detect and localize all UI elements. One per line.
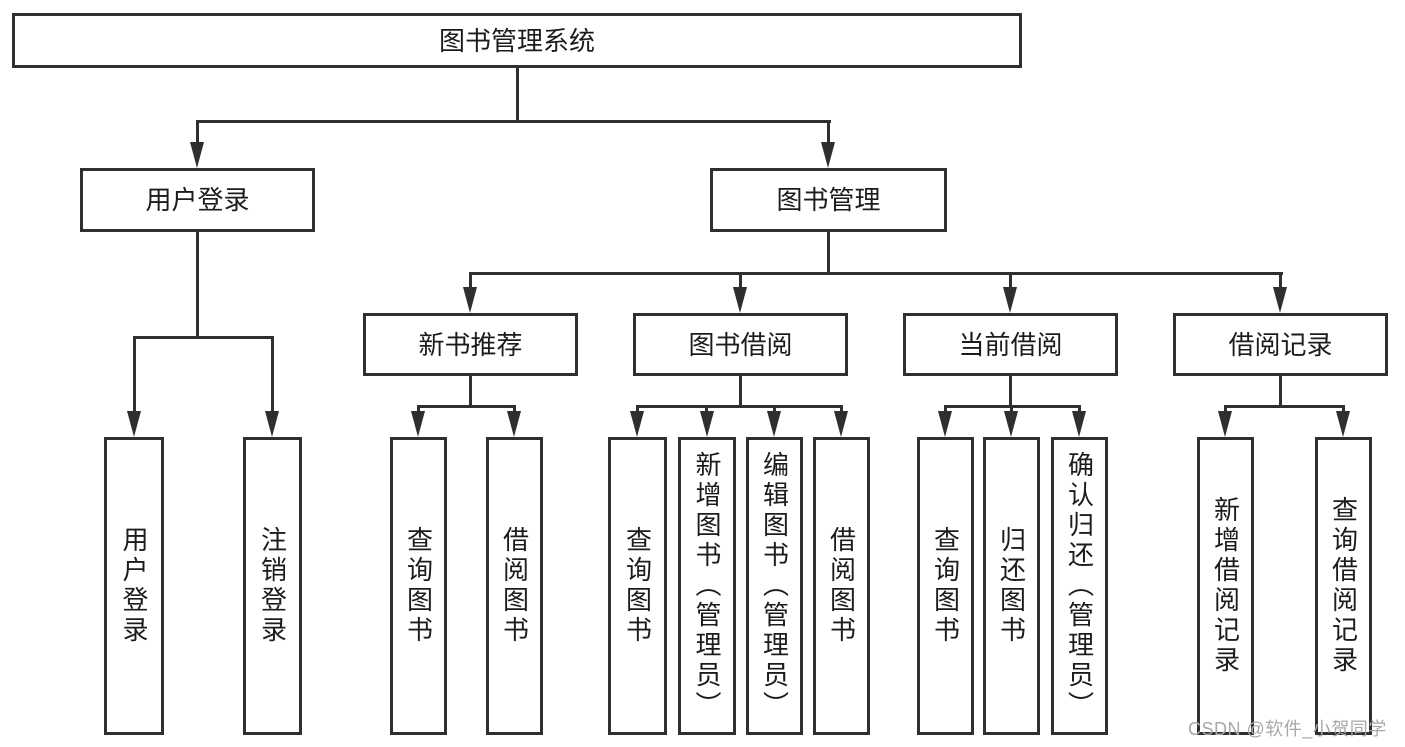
- leaf-logout-label: 注销登录: [257, 526, 288, 646]
- leaf-add-book-admin-label: 新增图书（管理员）: [692, 451, 722, 721]
- connector-line: [1224, 405, 1345, 408]
- node-book-borrow: 图书借阅: [633, 313, 848, 376]
- arrow-down-icon: [1336, 411, 1350, 437]
- leaf-user-login: 用户登录: [104, 437, 164, 735]
- arrow-down-icon: [1072, 411, 1086, 437]
- node-new-book-recommend: 新书推荐: [363, 313, 578, 376]
- connector-line: [1010, 405, 1013, 413]
- leaf-borrow-books: 借阅图书: [813, 437, 870, 735]
- connector-line: [417, 405, 516, 408]
- connector-line: [1342, 405, 1345, 413]
- connector-line: [739, 272, 742, 290]
- leaf-query-books-recommend-label: 查询图书: [403, 526, 434, 646]
- connector-line: [133, 336, 136, 413]
- connector-line: [1009, 272, 1012, 290]
- arrow-down-icon: [411, 411, 425, 437]
- arrow-down-icon: [733, 287, 747, 313]
- arrow-down-icon: [834, 411, 848, 437]
- leaf-user-login-label: 用户登录: [119, 526, 149, 646]
- leaf-confirm-return-admin: 确认归还（管理员）: [1051, 437, 1108, 735]
- node-root: 图书管理系统: [12, 13, 1022, 68]
- arrow-down-icon: [265, 411, 279, 437]
- node-user-login: 用户登录: [80, 168, 315, 232]
- leaf-query-borrow-record-label: 查询借阅记录: [1328, 496, 1359, 676]
- leaf-add-book-admin: 新增图书（管理员）: [678, 437, 736, 735]
- leaf-return-book: 归还图书: [983, 437, 1040, 735]
- leaf-query-books-recommend: 查询图书: [390, 437, 447, 735]
- connector-line: [469, 376, 472, 407]
- connector-line: [827, 120, 830, 146]
- connector-line: [469, 272, 472, 290]
- connector-line: [196, 232, 199, 339]
- leaf-query-borrow-record: 查询借阅记录: [1315, 437, 1372, 735]
- connector-line: [636, 405, 639, 413]
- connector-line: [773, 405, 776, 413]
- node-current-borrow: 当前借阅: [903, 313, 1118, 376]
- watermark-text: CSDN @软件_小贺同学: [1188, 719, 1387, 739]
- leaf-add-borrow-record-label: 新增借阅记录: [1210, 496, 1241, 676]
- arrow-down-icon: [1273, 287, 1287, 313]
- arrow-down-icon: [190, 142, 204, 168]
- connector-line: [1279, 272, 1282, 290]
- leaf-confirm-return-admin-label: 确认归还（管理员）: [1064, 451, 1095, 721]
- leaf-logout: 注销登录: [243, 437, 302, 735]
- leaf-return-book-label: 归还图书: [996, 526, 1027, 646]
- leaf-borrow-books-recommend-label: 借阅图书: [499, 526, 530, 646]
- arrow-down-icon: [1004, 411, 1018, 437]
- connector-line: [1279, 376, 1282, 407]
- node-book-management: 图书管理: [710, 168, 947, 232]
- leaf-query-books-borrow: 查询图书: [608, 437, 667, 735]
- leaf-edit-book-admin-label: 编辑图书（管理员）: [759, 451, 790, 721]
- arrow-down-icon: [507, 411, 521, 437]
- arrow-down-icon: [700, 411, 714, 437]
- arrow-down-icon: [630, 411, 644, 437]
- connector-line: [133, 336, 274, 339]
- leaf-edit-book-admin: 编辑图书（管理员）: [746, 437, 803, 735]
- connector-line: [196, 120, 199, 146]
- connector-line: [469, 272, 1283, 275]
- arrow-down-icon: [1003, 287, 1017, 313]
- connector-line: [636, 405, 843, 408]
- leaf-query-books-current-label: 查询图书: [930, 526, 961, 646]
- leaf-query-books-borrow-label: 查询图书: [622, 526, 653, 646]
- arrow-down-icon: [821, 142, 835, 168]
- connector-line: [1224, 405, 1227, 413]
- arrow-down-icon: [463, 287, 477, 313]
- connector-line: [1078, 405, 1081, 413]
- node-borrow-records: 借阅记录: [1173, 313, 1388, 376]
- leaf-borrow-books-recommend: 借阅图书: [486, 437, 543, 735]
- leaf-borrow-books-label: 借阅图书: [826, 526, 857, 646]
- connector-line: [827, 232, 830, 275]
- arrow-down-icon: [938, 411, 952, 437]
- arrow-down-icon: [767, 411, 781, 437]
- connector-line: [417, 405, 420, 413]
- connector-line: [271, 336, 274, 413]
- connector-line: [705, 405, 708, 413]
- leaf-add-borrow-record: 新增借阅记录: [1197, 437, 1254, 735]
- connector-line: [840, 405, 843, 413]
- connector-line: [739, 376, 742, 407]
- connector-line: [516, 68, 519, 123]
- connector-line: [1009, 376, 1012, 407]
- arrow-down-icon: [127, 411, 141, 437]
- connector-line: [513, 405, 516, 413]
- leaf-query-books-current: 查询图书: [917, 437, 974, 735]
- arrow-down-icon: [1218, 411, 1232, 437]
- connector-line: [197, 120, 831, 123]
- connector-line: [944, 405, 947, 413]
